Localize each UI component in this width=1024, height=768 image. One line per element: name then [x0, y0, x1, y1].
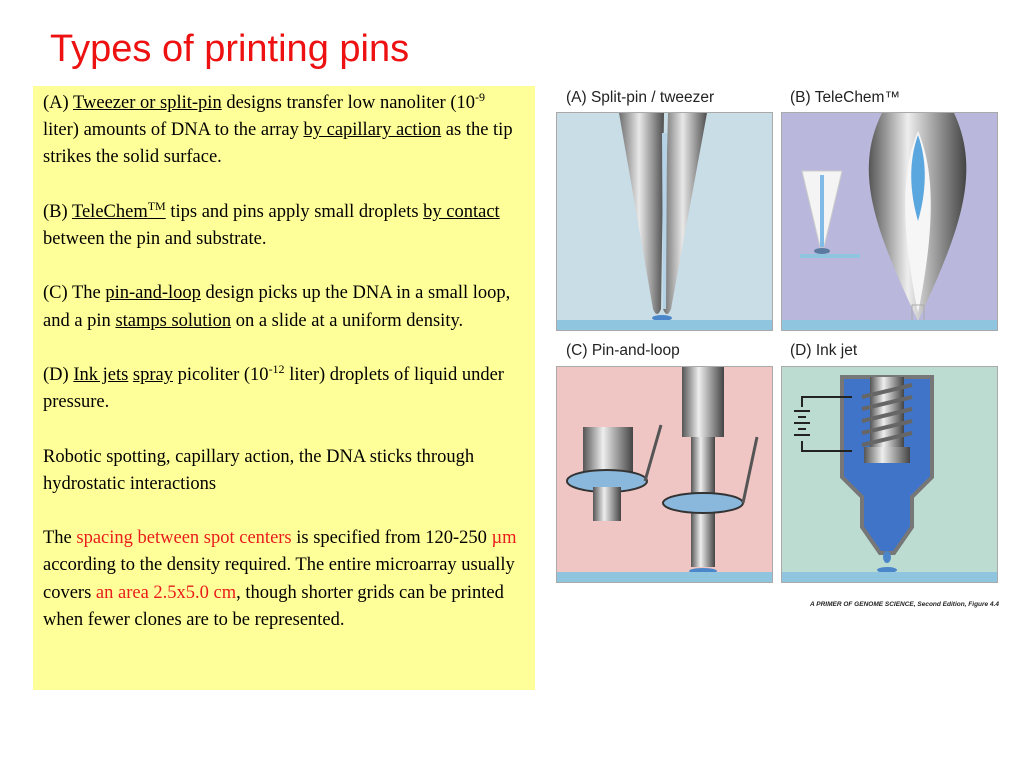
pin-slot: [662, 133, 667, 309]
highlight-area: an area 2.5x5.0 cm: [95, 582, 237, 603]
pin-left-half: [619, 113, 664, 314]
battery-icon: [794, 396, 852, 452]
plunger-base: [864, 447, 910, 463]
pin-and-loop-illustration: [557, 367, 772, 582]
text-a-prefix: (A): [43, 93, 73, 113]
panel-a-label: (A) Split-pin / tweezer: [566, 89, 715, 106]
panel-b-label: (B) TeleChem™: [790, 89, 900, 106]
exponent-a: -9: [475, 90, 485, 104]
paragraph-b: (B) TeleChemTM tips and pins apply small…: [43, 199, 525, 253]
pin-reservoir: [911, 135, 925, 221]
link-capillary-action: by capillary action: [303, 120, 442, 141]
highlight-spot-spacing: spacing between spot centers: [76, 528, 292, 549]
trademark-sup: TM: [147, 198, 166, 213]
text-a-mid2: liter) amounts of DNA to the array: [43, 120, 304, 141]
text-c-prefix: (C) The: [43, 283, 106, 304]
loop-pin-body: [583, 427, 633, 475]
text-spacing-prefix: The: [43, 528, 77, 549]
panel-a-split-pin-diagram: [556, 112, 773, 331]
text-d-mid1: picoliter (10: [173, 364, 269, 385]
telechem-text: TeleChem: [71, 201, 148, 222]
ink-jet-illustration: [782, 367, 997, 582]
paragraph-robotic: Robotic spotting, capillary action, the …: [43, 446, 475, 494]
paragraph-c: (C) The pin-and-loop design picks up the…: [43, 280, 525, 334]
split-pin-illustration: [557, 113, 772, 330]
figure-credit: A PRIMER OF GENOME SCIENCE, Second Editi…: [810, 601, 1000, 608]
telechem-illustration: [782, 113, 997, 330]
text-box: (A) Tweezer or split-pin designs transfe…: [33, 86, 535, 690]
paragraph-d: (D) Ink jets spray picoliter (10-12 lite…: [43, 362, 525, 416]
glass-slide-c: [557, 572, 772, 582]
unit-micrometer: µm: [491, 528, 517, 549]
text-spacing-mid1: is specified from 120-250: [291, 528, 492, 549]
coil-icon: [861, 383, 913, 447]
panel-c-pin-and-loop-diagram: [556, 366, 773, 583]
slide-title: Types of printing pins: [50, 28, 410, 70]
link-spray: spray: [132, 364, 173, 385]
text-a-suffix: as the tip strikes the solid surface.: [43, 120, 513, 168]
text-spacing-suffix: , though shorter grids can be printed wh…: [43, 582, 504, 630]
link-by-contact: by contact: [423, 201, 500, 222]
stamp-pin-top: [682, 367, 724, 437]
exponent-d: -12: [268, 361, 285, 376]
link-ink-jets: Ink jets: [73, 364, 129, 385]
link-pin-and-loop: pin-and-loop: [105, 283, 201, 304]
link-tweezer-split-pin: Tweezer or split-pin: [72, 93, 222, 113]
detail-slot: [820, 175, 824, 247]
paragraph-a: (A) Tweezer or split-pin designs transfe…: [43, 90, 525, 172]
pin-right-half: [663, 113, 707, 314]
link-stamps-solution: stamps solution: [115, 310, 232, 331]
stamp-loop-ring: [662, 492, 744, 514]
text-b-prefix: (B): [43, 201, 72, 222]
stamp-loop-handle: [741, 436, 759, 504]
dna-droplet: [652, 315, 672, 321]
link-telechem: TeleChemTM: [71, 198, 166, 222]
text-c-mid: design picks up the DNA in a small loop,…: [43, 283, 511, 331]
panel-c-label: (C) Pin-and-loop: [566, 342, 680, 359]
ink-spot: [877, 567, 897, 573]
text-c-suffix: on a slide at a uniform density.: [231, 310, 464, 331]
detail-slide: [800, 254, 860, 258]
text-d-prefix: (D): [43, 364, 74, 385]
ink-droplet: [883, 551, 891, 563]
panel-b-telechem-diagram: [781, 112, 998, 331]
loop-pin-lower: [593, 487, 621, 521]
glass-slide: [557, 320, 772, 330]
text-b-suffix: between the pin and substrate.: [43, 229, 267, 249]
glass-slide-b: [782, 320, 997, 330]
paragraph-spacing: The spacing between spot centers is spec…: [43, 525, 525, 634]
text-spacing-mid2: according to the density required. The e…: [43, 555, 515, 603]
text-a-mid1: designs transfer low nanoliter (10: [221, 93, 475, 113]
glass-slide-d: [782, 572, 997, 582]
detail-droplet: [814, 248, 830, 254]
text-b-mid: tips and pins apply small droplets: [165, 201, 424, 222]
loop-handle: [643, 424, 663, 482]
panel-d-label: (D) Ink jet: [790, 342, 858, 359]
panel-d-ink-jet-diagram: [781, 366, 998, 583]
text-d-suffix: liter) droplets of liquid under pressure…: [43, 364, 504, 413]
